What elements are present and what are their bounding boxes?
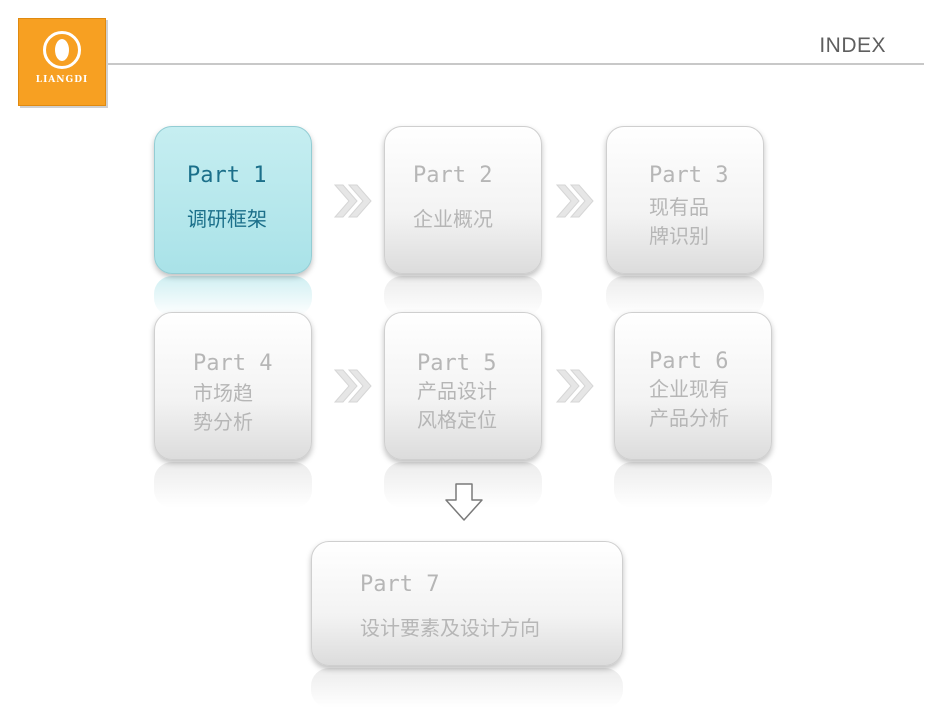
card-title-line: 企业现有 [649,377,729,401]
card-part-label: Part 5 [417,351,497,376]
card-part-label: Part 3 [649,163,729,188]
card-reflection [311,668,623,708]
card-reflection [154,462,312,508]
card-part-1[interactable]: Part 1 调研框架 [154,126,312,274]
double-chevron-right-icon [555,369,594,403]
card-reflection [614,462,772,508]
double-chevron-right-icon [333,184,372,218]
company-logo: LIANGDI [18,18,106,106]
card-title: 产品设计 风格定位 [417,377,497,435]
card-part-2[interactable]: Part 2 企业概况 [384,126,542,274]
arrow-down-icon [445,483,483,521]
card-part-label: Part 1 [187,163,267,188]
card-title: 企业概况 [413,207,493,231]
card-title-line: 产品设计 [417,379,497,403]
card-reflection [384,276,542,316]
card-title: 市场趋 势分析 [193,379,253,437]
card-title-line: 现有品 [649,195,709,219]
card-title: 设计要素及设计方向 [360,616,540,640]
card-part-6[interactable]: Part 6 企业现有 产品分析 [614,312,772,460]
card-title: 现有品 牌识别 [649,193,709,251]
card-part-label: Part 7 [360,572,440,597]
card-part-label: Part 4 [193,351,273,376]
card-part-7[interactable]: Part 7 设计要素及设计方向 [311,541,623,666]
card-title-line: 牌识别 [649,224,709,248]
double-chevron-right-icon [555,184,594,218]
card-part-3[interactable]: Part 3 现有品 牌识别 [606,126,764,274]
card-title-line: 市场趋 [193,381,253,405]
index-label: INDEX [819,34,886,57]
card-title: 企业现有 产品分析 [649,375,729,433]
card-part-5[interactable]: Part 5 产品设计 风格定位 [384,312,542,460]
card-title: 调研框架 [187,207,267,231]
logo-wordmark: LIANGDI [35,75,89,85]
logo-mark-icon [43,31,81,69]
card-reflection [606,276,764,316]
card-title-line: 势分析 [193,410,253,434]
double-chevron-right-icon [333,369,372,403]
card-part-4[interactable]: Part 4 市场趋 势分析 [154,312,312,460]
card-title-line: 风格定位 [417,408,497,432]
card-part-label: Part 6 [649,349,729,374]
card-reflection [154,276,312,316]
card-title-line: 产品分析 [649,406,729,430]
card-part-label: Part 2 [413,163,493,188]
header-divider [108,63,924,65]
